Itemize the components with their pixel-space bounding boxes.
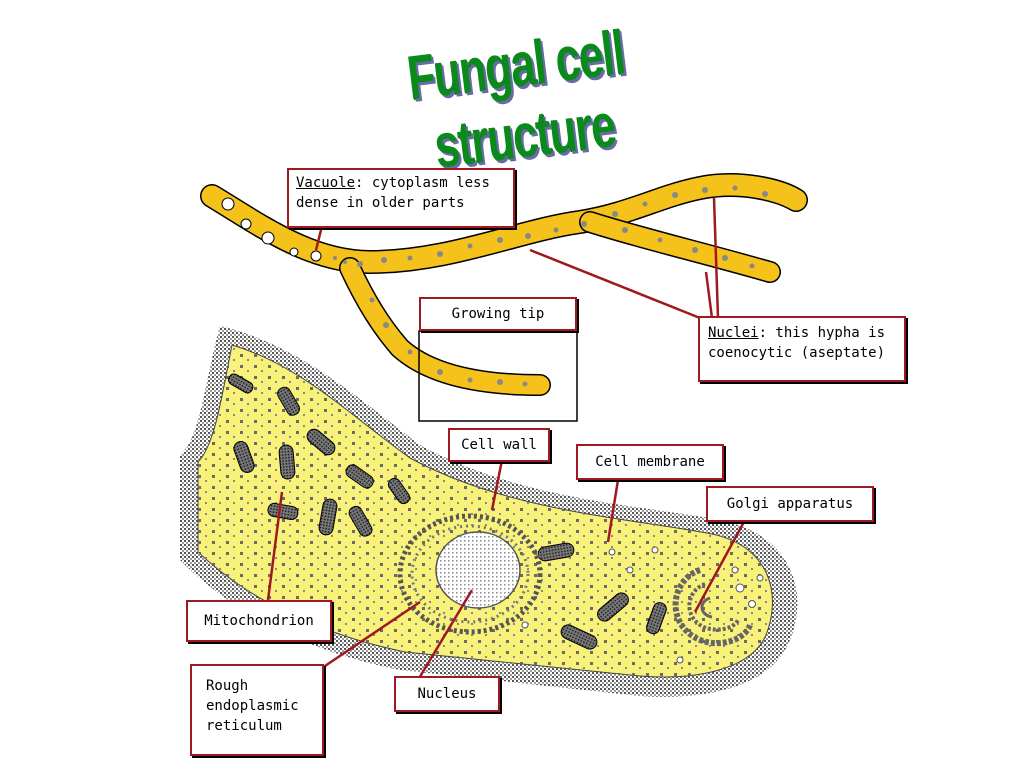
label-golgi: Golgi apparatus <box>706 486 874 522</box>
leader-nuclei-2 <box>704 271 714 319</box>
label-growing-tip: Growing tip <box>419 297 577 331</box>
label-growing-tip-text: Growing tip <box>451 306 545 322</box>
leader-nuclei-3 <box>712 197 720 319</box>
cell-vesicles <box>521 546 764 664</box>
label-cell-wall-text: Cell wall <box>461 437 537 453</box>
leader-rer <box>321 600 421 670</box>
leader-nucleus <box>416 589 474 681</box>
label-mitochondrion: Mitochondrion <box>186 600 332 642</box>
label-nuclei-term: Nuclei <box>708 325 759 341</box>
label-vacuole: Vacuole: cytoplasm less dense in older p… <box>287 168 515 228</box>
label-vacuole-text-2: dense in older parts <box>296 195 465 211</box>
fungal-cell <box>180 326 798 697</box>
growing-tip-frame <box>418 330 578 422</box>
label-nucleus-text: Nucleus <box>417 686 477 702</box>
label-rough-er: Rough endoplasmic reticulum <box>190 664 324 756</box>
label-cell-membrane: Cell membrane <box>576 444 724 480</box>
hypha-vacuoles <box>221 197 322 262</box>
label-mitochondrion-text: Mitochondrion <box>204 613 314 629</box>
hypha-nuclei <box>333 185 768 387</box>
label-rer-line-3: reticulum <box>206 718 282 734</box>
leader-cell-membrane <box>606 479 620 543</box>
hypha <box>200 173 808 396</box>
leader-cell-wall <box>490 459 504 511</box>
leader-golgi <box>693 519 747 613</box>
label-rer-line-2: endoplasmic <box>206 698 299 714</box>
mitochondria <box>228 373 667 650</box>
golgi-apparatus <box>672 567 753 647</box>
label-cell-membrane-text: Cell membrane <box>595 454 705 470</box>
label-nucleus: Nucleus <box>394 676 500 712</box>
rough-er <box>397 513 543 635</box>
label-golgi-text: Golgi apparatus <box>726 496 854 512</box>
leader-mitochondrion <box>266 491 284 601</box>
label-rer-line-1: Rough <box>206 678 249 694</box>
label-vacuole-term: Vacuole <box>296 175 356 191</box>
label-vacuole-text: : cytoplasm less <box>355 175 490 191</box>
label-nuclei-text-2: coenocytic (aseptate) <box>708 345 886 361</box>
label-nuclei-text: : this hypha is <box>758 325 886 341</box>
label-cell-wall: Cell wall <box>448 428 550 462</box>
leader-lines <box>266 197 747 681</box>
leader-nuclei-1 <box>529 248 701 320</box>
label-nuclei: Nuclei: this hypha is coenocytic (asepta… <box>698 316 906 382</box>
nucleus <box>435 531 521 609</box>
leader-vacuole <box>314 225 324 251</box>
